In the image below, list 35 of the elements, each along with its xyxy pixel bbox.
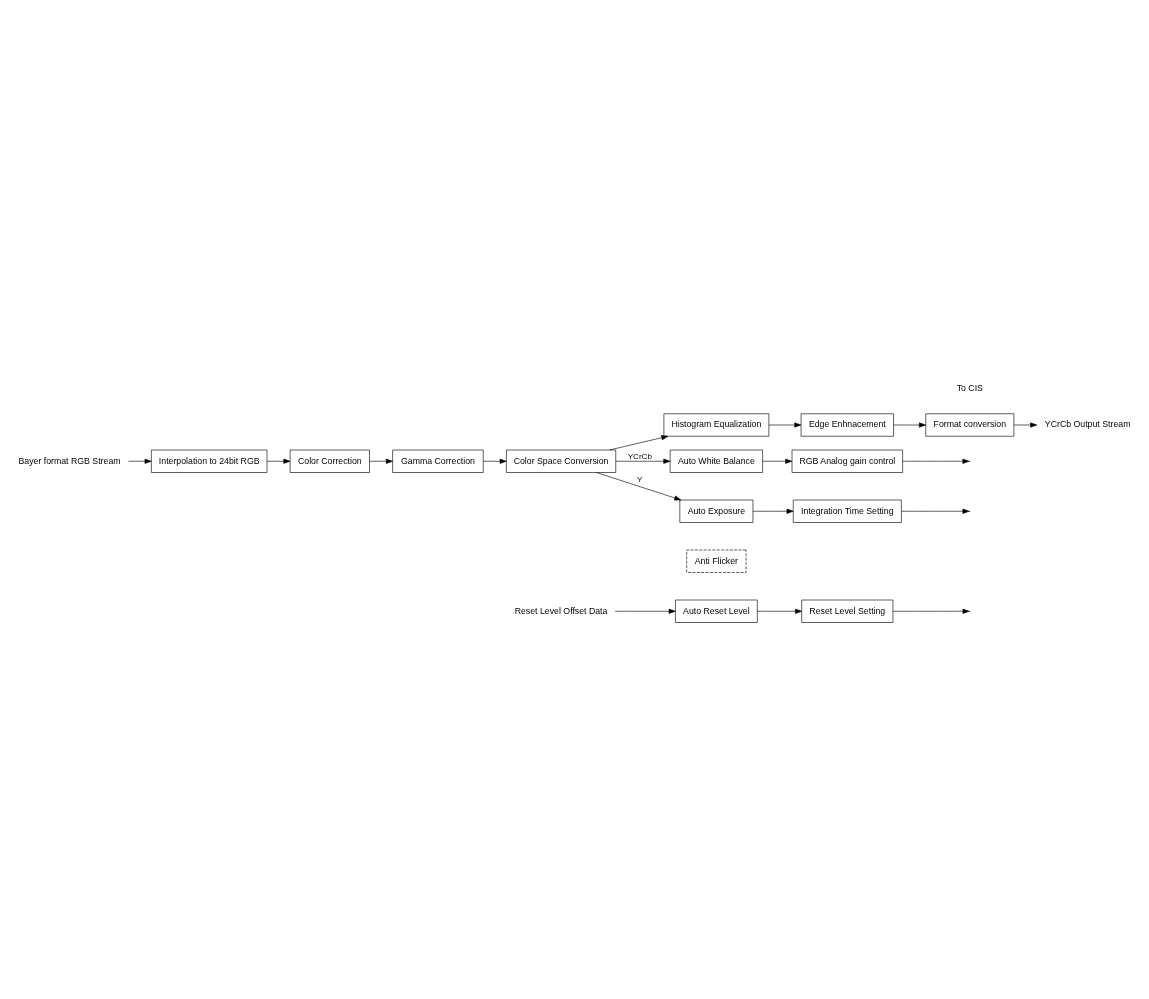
node-box: Integration Time Setting <box>792 499 902 523</box>
node-text: Reset Level Offset Data <box>514 605 608 616</box>
arrow <box>482 458 507 464</box>
arrow <box>609 434 669 450</box>
node-box: Histogram Equalization <box>663 412 770 437</box>
label: To CIS <box>956 382 983 393</box>
node-box: Format conversion <box>925 412 1015 437</box>
arrow <box>128 458 152 464</box>
node-box: Auto Reset Level <box>675 599 758 623</box>
arrow <box>762 458 793 464</box>
node-box: Auto White Balance <box>669 449 763 473</box>
arrow <box>615 458 671 464</box>
arrow <box>266 458 291 464</box>
arrow <box>768 422 802 427</box>
arrow <box>596 471 682 500</box>
arrow <box>901 508 970 514</box>
node-box: Interpolation to 24bit RGB <box>151 449 268 473</box>
node-text: Bayer format RGB Stream <box>18 455 121 466</box>
node-box: Reset Level Setting <box>801 599 894 623</box>
node-box: Gamma Correction <box>392 449 484 473</box>
node-text: YCrCb Output Stream <box>1044 418 1131 429</box>
node-box: Color Correction <box>289 449 370 473</box>
arrow <box>893 422 926 427</box>
arrow <box>757 608 802 614</box>
arrow <box>892 608 970 614</box>
node-box: Edge Enhnacement <box>800 412 894 437</box>
node-box: Anti Flicker <box>686 549 747 573</box>
arrow <box>1013 422 1038 427</box>
arrow <box>752 508 794 514</box>
node-box: Color Space Conversion <box>506 449 617 473</box>
arrow <box>369 458 393 464</box>
node-box: RGB Analog gain control <box>791 449 903 473</box>
arrow <box>614 608 676 614</box>
arrow <box>902 458 970 464</box>
node-box: Auto Exposure <box>679 499 754 523</box>
